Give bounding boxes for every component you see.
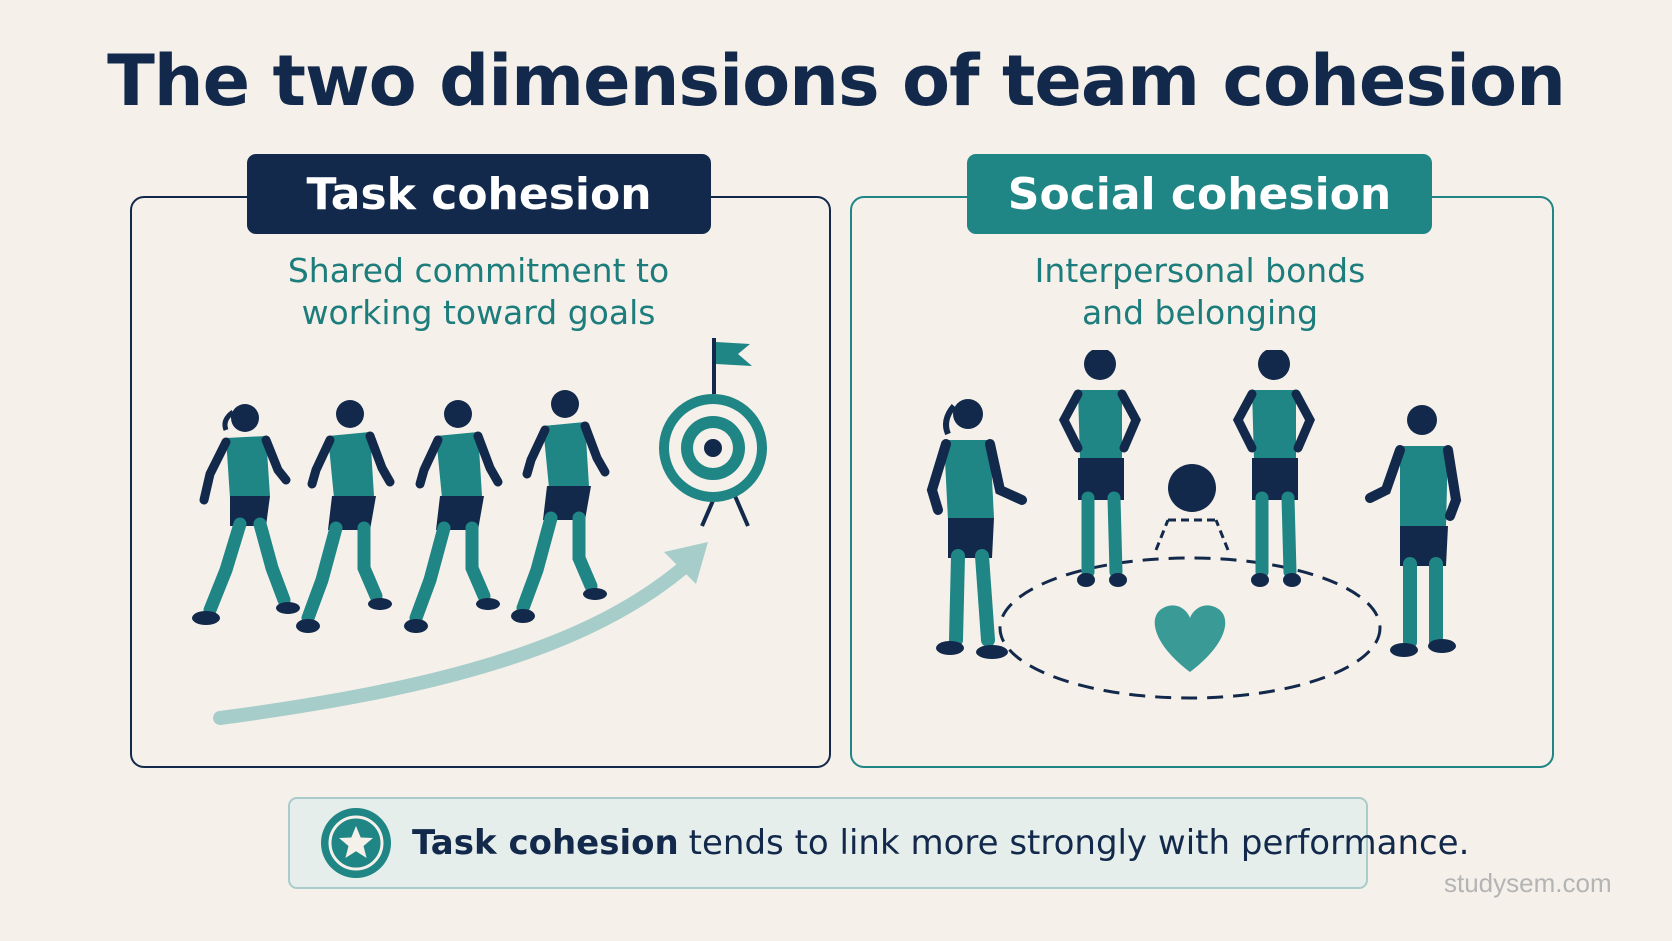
target-icon: [659, 394, 767, 527]
runner-icon: [404, 400, 503, 633]
runner-icon: [296, 400, 395, 633]
social-cohesion-description: Interpersonal bonds and belonging: [850, 250, 1550, 334]
social-description-line2: and belonging: [1081, 293, 1319, 332]
social-description-line1: Interpersonal bonds: [1034, 251, 1366, 290]
person-icon: [1232, 350, 1315, 587]
callout-text: Task cohesion tends to link more strongl…: [412, 799, 1469, 887]
callout-emphasis: Task cohesion: [412, 823, 679, 863]
ball-icon: [1154, 464, 1230, 551]
task-illustration: [192, 338, 767, 725]
social-cohesion-heading: Social cohesion: [967, 154, 1432, 234]
flag-icon: [712, 338, 752, 394]
person-icon: [1365, 405, 1462, 657]
task-cohesion-description: Shared commitment to working toward goal…: [130, 250, 827, 334]
task-description-line2: working toward goals: [301, 293, 656, 332]
social-illustration: [926, 350, 1462, 700]
star-icon: [321, 808, 391, 878]
key-insight-callout: Task cohesion tends to link more strongl…: [288, 797, 1469, 889]
task-cohesion-heading: Task cohesion: [247, 154, 711, 234]
task-description-line1: Shared commitment to: [287, 251, 670, 290]
page-title: The two dimensions of team cohesion: [107, 40, 1566, 122]
runner-icon: [511, 390, 610, 623]
callout-body: tends to link more strongly with perform…: [688, 823, 1470, 863]
heart-icon: [1154, 605, 1226, 672]
person-icon: [1058, 350, 1141, 587]
runner-icon: [192, 404, 300, 625]
person-icon: [926, 399, 1027, 659]
arrow-icon: [213, 542, 708, 725]
watermark: studysem.com: [1444, 868, 1612, 898]
